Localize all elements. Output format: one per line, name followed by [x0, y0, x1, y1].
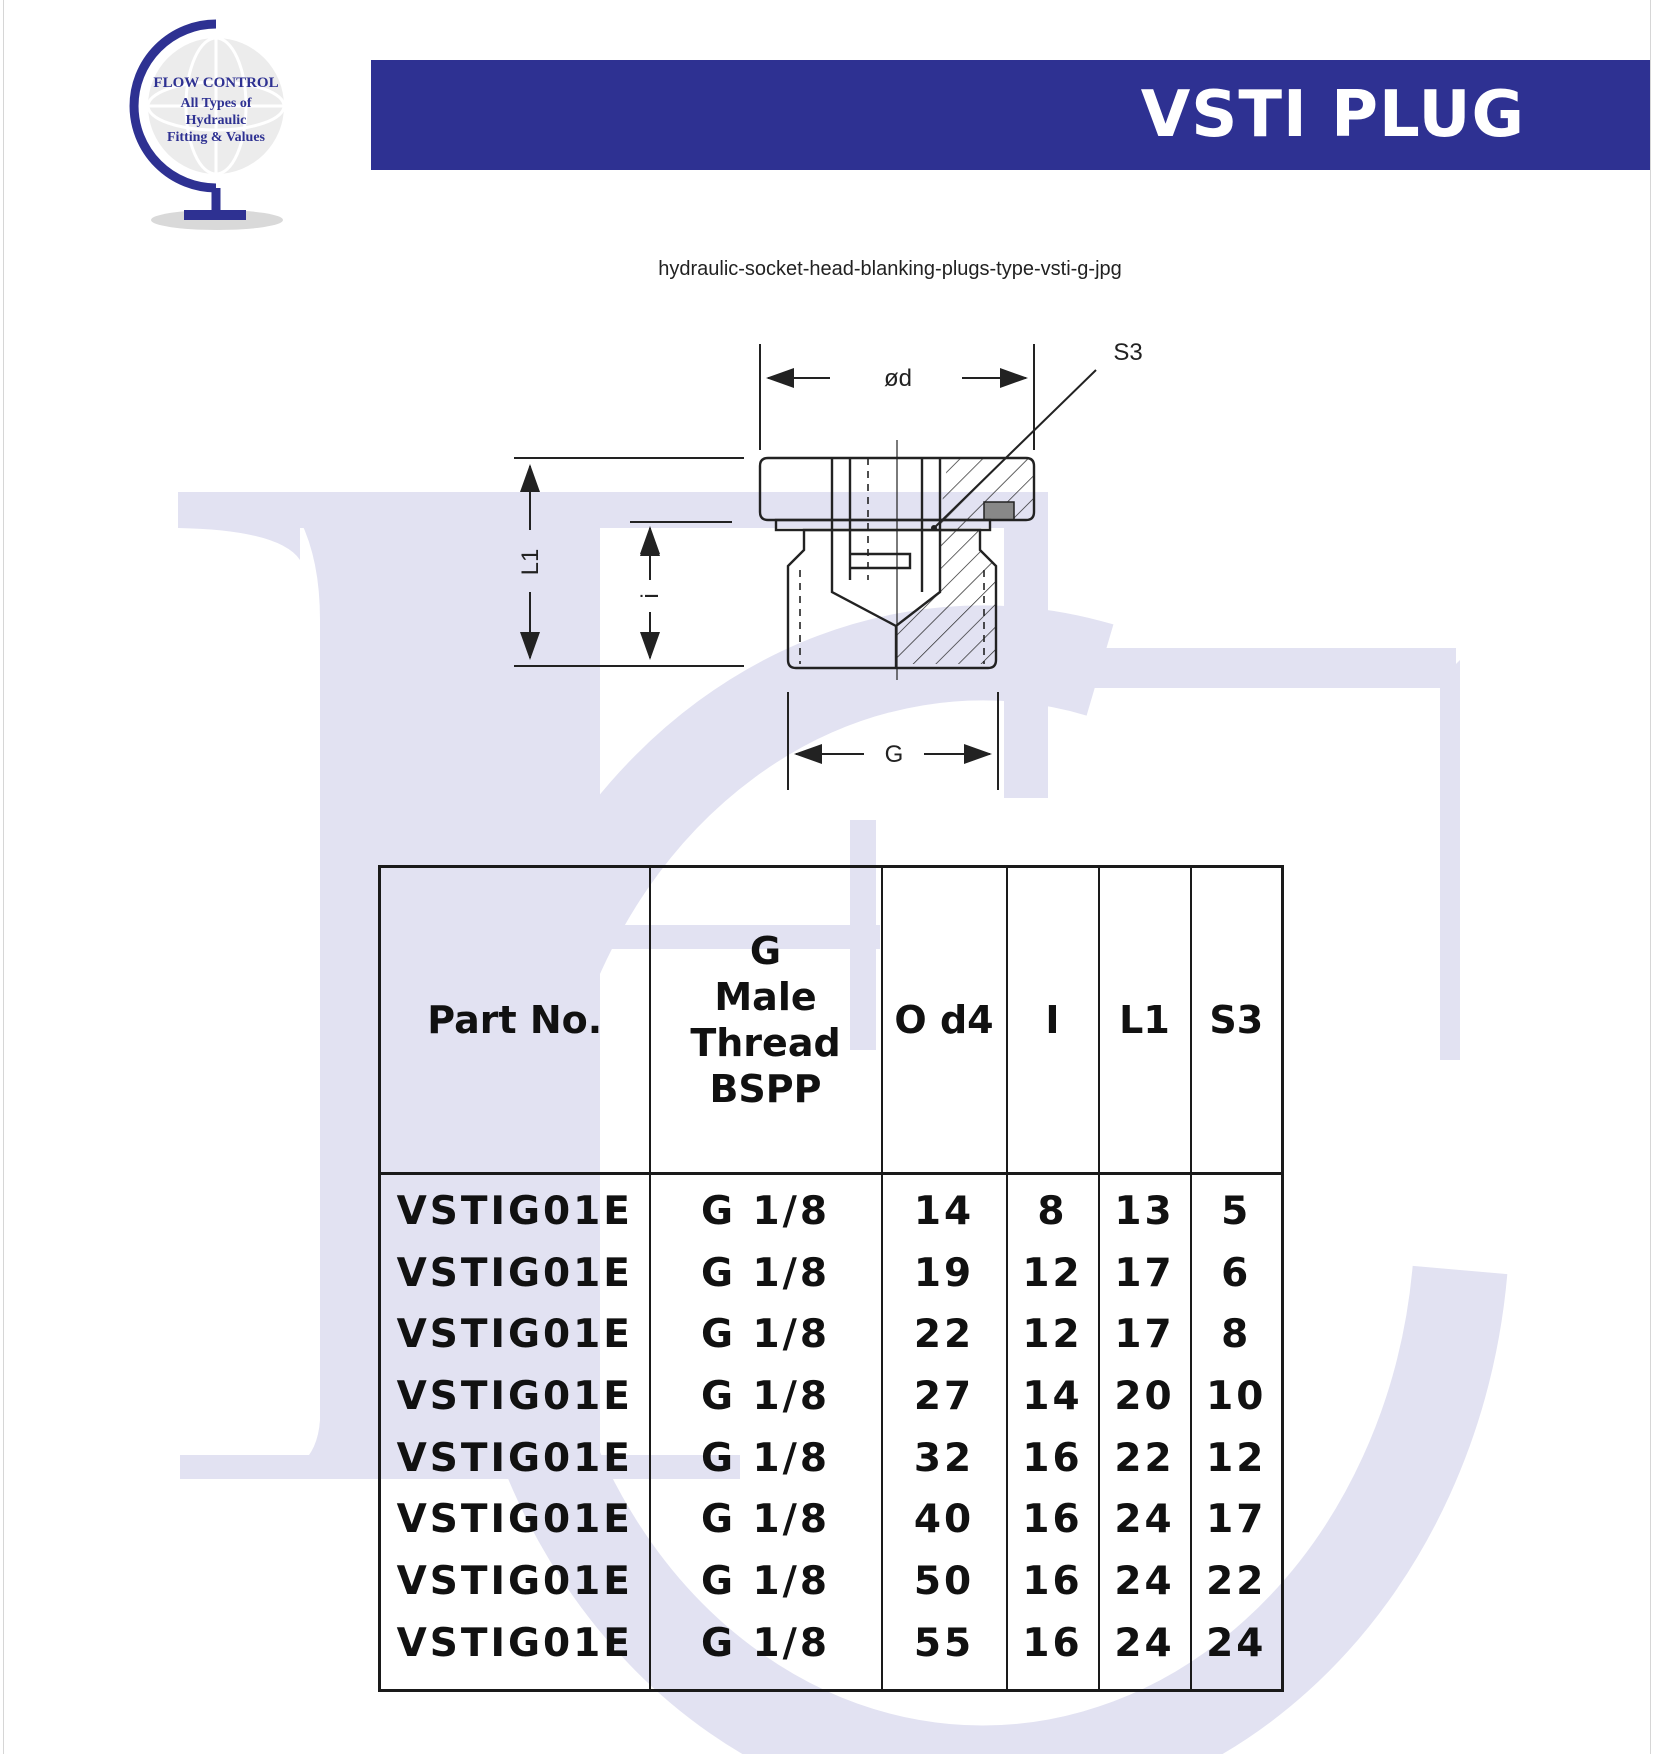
company-logo: [120, 18, 300, 238]
cell-thread: G 1/8: [648, 1304, 883, 1367]
page-border-right: [1650, 0, 1651, 1754]
cell-thread: G 1/8: [648, 1366, 883, 1428]
cell-thread: G 1/8: [648, 1612, 883, 1691]
header-s3: S3: [1189, 866, 1284, 1175]
table-row: VSTIG01E G 1/8 19 12 17 6: [378, 1242, 1284, 1305]
cell-part-no: VSTIG01E: [378, 1612, 651, 1691]
table-row: VSTIG01E G 1/8 32 16 22 12: [378, 1427, 1284, 1490]
table-header-row: Part No. G Male Thread BSPP O d4 I L1 S3: [378, 866, 1284, 1175]
cell-part-no: VSTIG01E: [378, 1489, 651, 1552]
cell-thread: G 1/8: [648, 1551, 883, 1613]
logo-tagline-3: Fitting & Values: [166, 130, 265, 145]
cell-thread: G 1/8: [648, 1173, 883, 1243]
label-d: ød: [884, 365, 912, 392]
header-od4: O d4: [880, 866, 1008, 1175]
image-caption: hydraulic-socket-head-blanking-plugs-typ…: [658, 258, 1122, 280]
cell-l1: 17: [1097, 1242, 1192, 1305]
plug-technical-drawing: ød S3 L1 i G: [514, 339, 1143, 790]
label-l1: L1: [517, 549, 544, 576]
table-row: VSTIG01E G 1/8 22 12 17 8: [378, 1304, 1284, 1367]
cell-s3: 17: [1189, 1489, 1284, 1552]
cell-part-no: VSTIG01E: [378, 1427, 651, 1490]
cell-part-no: VSTIG01E: [378, 1304, 651, 1367]
header-thread: G Male Thread BSPP: [648, 866, 883, 1175]
cell-od4: 19: [880, 1242, 1008, 1305]
logo-tagline-2: Hydraulic: [185, 113, 247, 128]
cell-i: 16: [1005, 1489, 1100, 1552]
cell-s3: 10: [1189, 1366, 1284, 1428]
cell-od4: 50: [880, 1551, 1008, 1613]
cell-s3: 5: [1189, 1173, 1284, 1243]
page-title: VSTI PLUG: [1140, 78, 1525, 152]
table-row: VSTIG01E G 1/8 27 14 20 10: [378, 1366, 1284, 1428]
cell-part-no: VSTIG01E: [378, 1366, 651, 1428]
spec-table: Part No. G Male Thread BSPP O d4 I L1 S3…: [378, 865, 1284, 1692]
title-banner: VSTI PLUG: [371, 60, 1650, 170]
cell-i: 16: [1005, 1551, 1100, 1613]
label-s3: S3: [1113, 339, 1142, 366]
cell-s3: 22: [1189, 1551, 1284, 1613]
page-border-left: [3, 0, 4, 1754]
cell-i: 8: [1005, 1173, 1100, 1243]
cell-l1: 24: [1097, 1551, 1192, 1613]
globe-icon: [129, 19, 286, 230]
cell-s3: 8: [1189, 1304, 1284, 1367]
cell-od4: 22: [880, 1304, 1008, 1367]
header-l1: L1: [1097, 866, 1192, 1175]
cell-od4: 14: [880, 1173, 1008, 1243]
cell-s3: 24: [1189, 1612, 1284, 1691]
cell-od4: 55: [880, 1612, 1008, 1691]
label-i: i: [637, 593, 664, 598]
cell-od4: 40: [880, 1489, 1008, 1552]
table-row: VSTIG01E G 1/8 50 16 24 22: [378, 1551, 1284, 1613]
logo-tagline-1: All Types of: [180, 96, 252, 111]
cell-od4: 32: [880, 1427, 1008, 1490]
logo-company-name: FLOW CONTROL: [153, 75, 279, 91]
cell-l1: 24: [1097, 1612, 1192, 1691]
cell-i: 12: [1005, 1304, 1100, 1367]
cell-thread: G 1/8: [648, 1489, 883, 1552]
cell-thread: G 1/8: [648, 1427, 883, 1490]
table-row: VSTIG01E G 1/8 40 16 24 17: [378, 1489, 1284, 1552]
cell-part-no: VSTIG01E: [378, 1173, 651, 1243]
header-i: I: [1005, 866, 1100, 1175]
cell-part-no: VSTIG01E: [378, 1242, 651, 1305]
cell-thread: G 1/8: [648, 1242, 883, 1305]
table-row: VSTIG01E G 1/8 14 8 13 5: [378, 1173, 1284, 1243]
cell-i: 16: [1005, 1427, 1100, 1490]
label-g: G: [885, 741, 904, 768]
cell-i: 12: [1005, 1242, 1100, 1305]
cell-l1: 20: [1097, 1366, 1192, 1428]
table-row: VSTIG01E G 1/8 55 16 24 24: [378, 1612, 1284, 1691]
cell-part-no: VSTIG01E: [378, 1551, 651, 1613]
cell-s3: 12: [1189, 1427, 1284, 1490]
cell-s3: 6: [1189, 1242, 1284, 1305]
cell-i: 16: [1005, 1612, 1100, 1691]
cell-l1: 17: [1097, 1304, 1192, 1367]
cell-l1: 22: [1097, 1427, 1192, 1490]
cell-i: 14: [1005, 1366, 1100, 1428]
header-part-no: Part No.: [378, 866, 651, 1175]
cell-od4: 27: [880, 1366, 1008, 1428]
cell-l1: 13: [1097, 1173, 1192, 1243]
cell-l1: 24: [1097, 1489, 1192, 1552]
